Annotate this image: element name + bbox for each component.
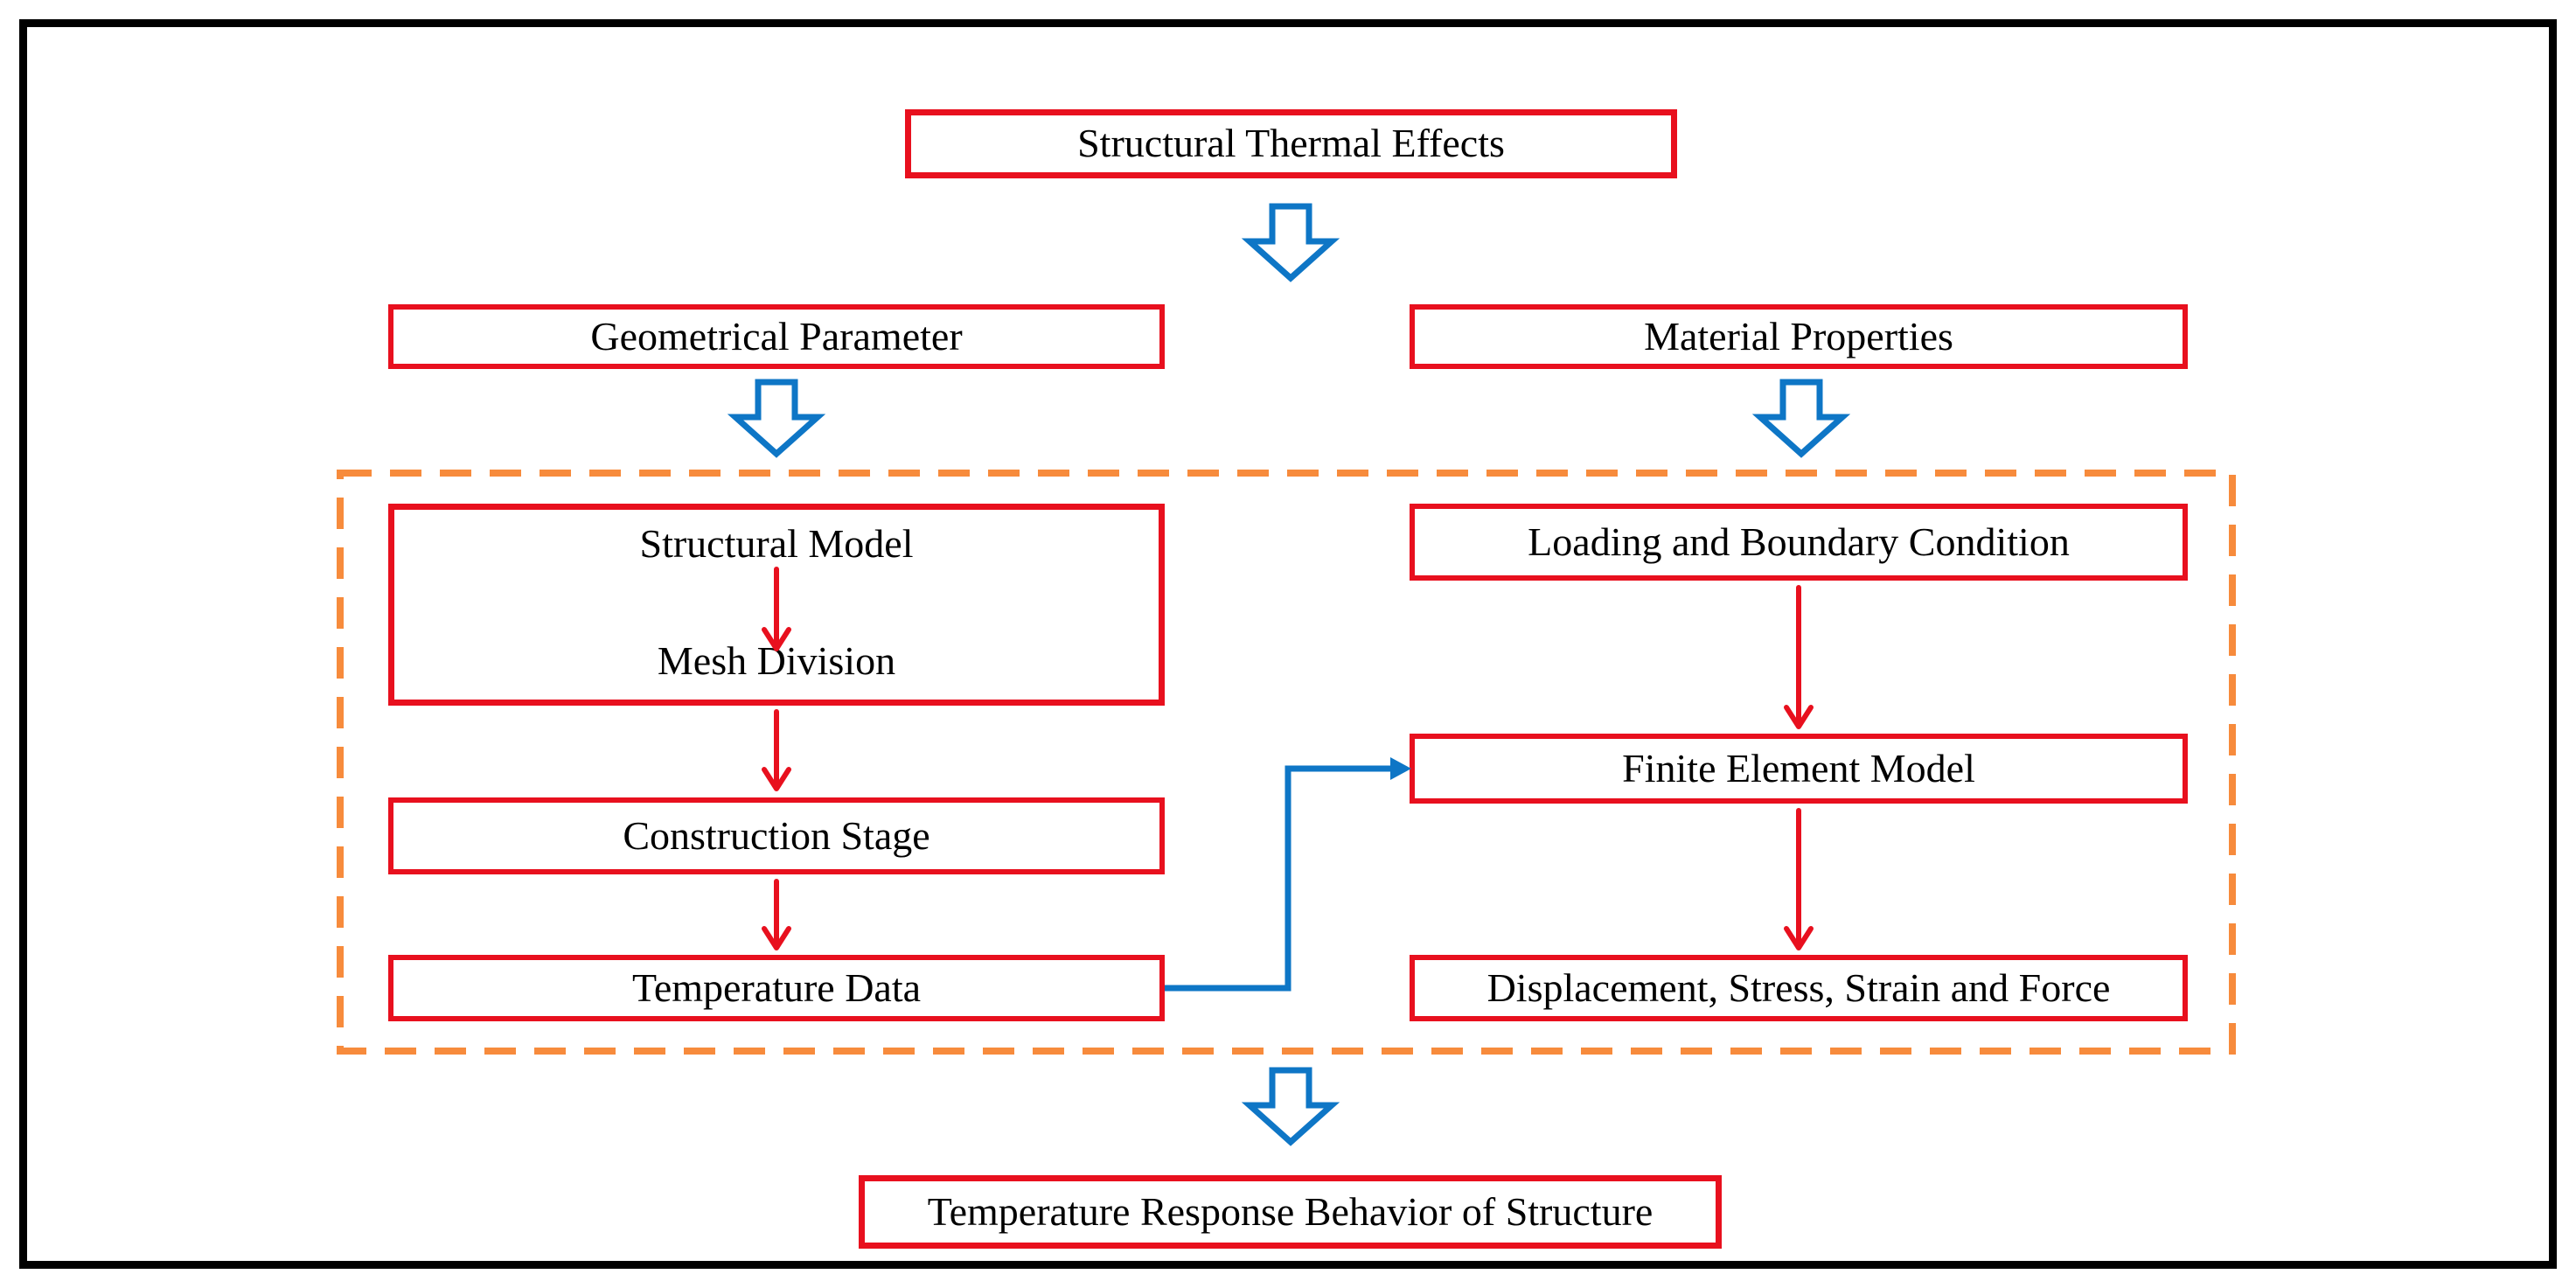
node-label: Structural Thermal Effects: [1077, 121, 1505, 166]
node-label: Finite Element Model: [1622, 745, 1975, 790]
node-label-structural-model: Structural Model: [639, 521, 914, 566]
node-label: Displacement, Stress, Strain and Force: [1486, 964, 2111, 1010]
node-material-properties: Material Properties: [1410, 304, 2188, 369]
node-label: Geometrical Parameter: [590, 313, 963, 359]
node-label: Temperature Data: [631, 964, 922, 1010]
node-loading-and-boundary-condition: Loading and Boundary Condition: [1410, 504, 2188, 581]
node-label-mesh-division: Mesh Division: [657, 638, 896, 684]
node-label: Temperature Response Behavior of Structu…: [927, 1188, 1654, 1234]
node-finite-element-model: Finite Element Model: [1410, 734, 2188, 804]
node-structural-model-mesh-division: Structural Model Mesh Division: [388, 504, 1165, 706]
node-label: Construction Stage: [623, 812, 930, 858]
node-construction-stage: Construction Stage: [388, 797, 1165, 874]
node-label: Loading and Boundary Condition: [1528, 519, 2070, 564]
node-displacement-stress-strain-force: Displacement, Stress, Strain and Force: [1410, 955, 2188, 1021]
outer-frame: [19, 19, 2557, 1269]
node-temperature-data: Temperature Data: [388, 955, 1165, 1021]
node-label: Material Properties: [1644, 313, 1953, 359]
node-structural-thermal-effects: Structural Thermal Effects: [905, 109, 1677, 178]
node-temperature-response-behavior: Temperature Response Behavior of Structu…: [859, 1175, 1722, 1249]
node-geometrical-parameter: Geometrical Parameter: [388, 304, 1165, 369]
